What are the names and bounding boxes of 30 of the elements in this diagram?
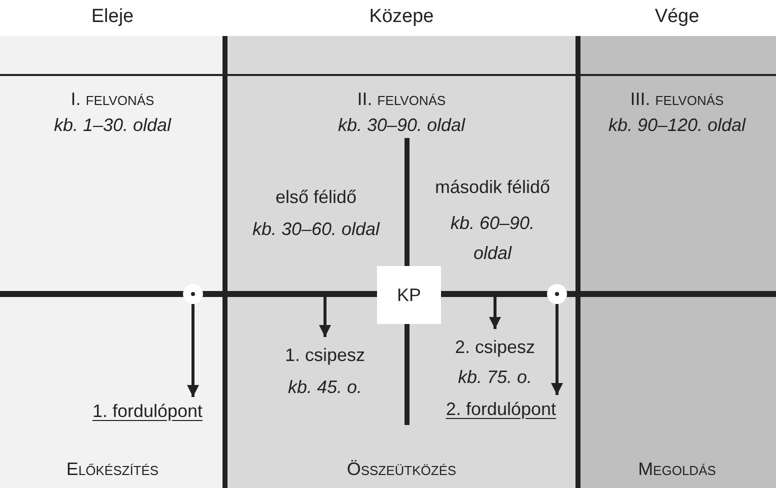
act-label: Előkészítés bbox=[66, 458, 159, 480]
pinch-title: 1. csipesz bbox=[284, 344, 366, 366]
page-range: kb. 90–120. oldal bbox=[608, 114, 746, 136]
act-title: I. felvonás bbox=[70, 88, 154, 110]
page-range: kb. 60–90. oldal bbox=[449, 212, 536, 265]
arrow bbox=[187, 304, 199, 397]
midpoint-label: KP bbox=[396, 284, 421, 306]
page-range: kb. 30–60. oldal bbox=[252, 218, 380, 240]
pinch-title: 2. csipesz bbox=[454, 336, 536, 358]
page-estimate: kb. 45. o. bbox=[288, 376, 362, 398]
plot-point-text: 2. fordulópont bbox=[446, 398, 556, 420]
page-estimate: kb. 75. o. bbox=[458, 366, 532, 388]
half-title: első félidő bbox=[275, 186, 357, 208]
arrow bbox=[551, 304, 563, 395]
half-title: második félidő bbox=[434, 176, 550, 198]
arrow bbox=[489, 297, 501, 329]
midpoint-box bbox=[377, 266, 441, 324]
page-range: kb. 30–90. oldal bbox=[338, 114, 466, 136]
act-label: Összeütközés bbox=[346, 458, 456, 480]
act-title: III. felvonás bbox=[630, 88, 724, 110]
plot-point-text: 1. fordulópont bbox=[92, 400, 203, 422]
column-heading: Vége bbox=[654, 6, 700, 28]
column-heading: Közepe bbox=[369, 6, 434, 28]
plot-point-marker bbox=[547, 284, 567, 304]
column-heading: Eleje bbox=[91, 6, 134, 28]
act-title: II. felvonás bbox=[357, 88, 446, 110]
plot-point-marker bbox=[183, 284, 203, 304]
page-range: kb. 1–30. oldal bbox=[54, 114, 172, 136]
act-label: Megoldás bbox=[638, 458, 716, 480]
arrow bbox=[319, 297, 331, 337]
